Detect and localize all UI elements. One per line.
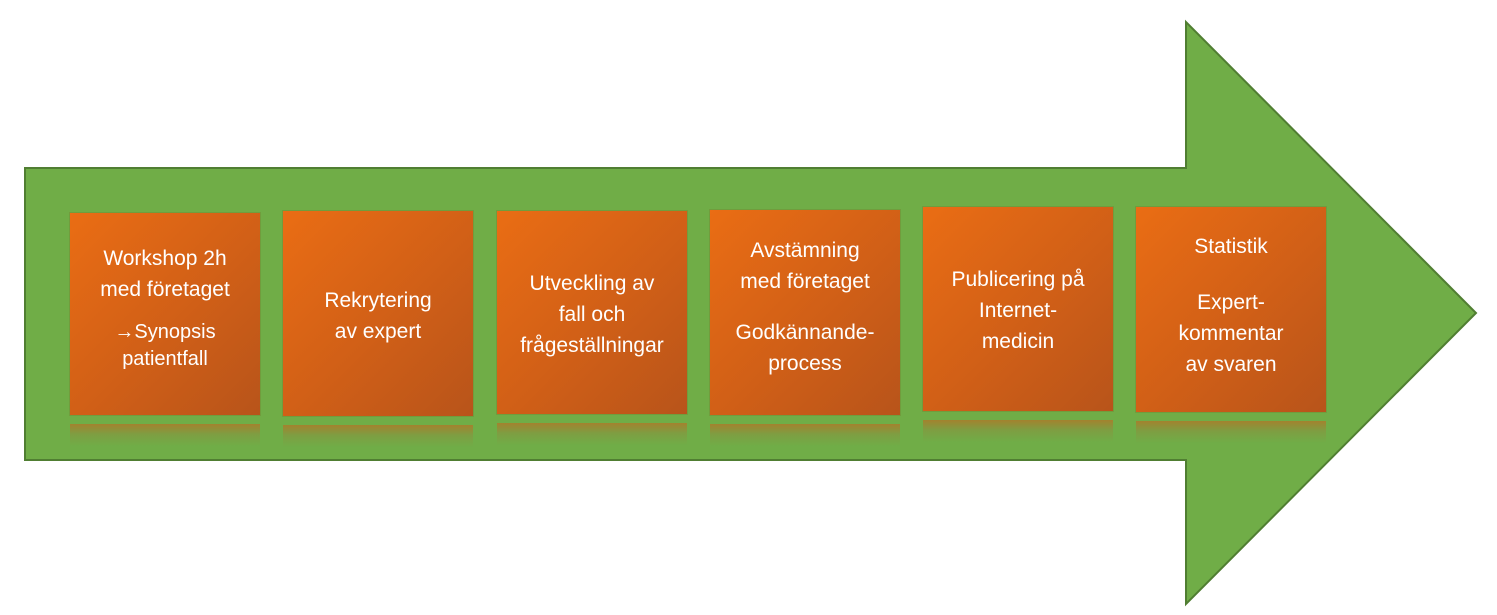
step-box-rekrytering: Rekrytering av expert [283, 211, 473, 416]
step-subtext-line: process [768, 352, 842, 375]
step-reflection [1136, 421, 1326, 443]
step-text-line: Workshop 2h [103, 247, 227, 270]
step-subtext: Expert- kommentar av svaren [1178, 287, 1283, 380]
step-subtext-line: kommentar [1178, 322, 1284, 345]
step-text-line: Utveckling av [529, 272, 655, 295]
step-box-statistik: Statistik Expert- kommentar av svaren [1136, 207, 1326, 412]
step-reflection [70, 424, 260, 446]
step-text-line: Internet- [978, 299, 1058, 322]
step-subtext-line: av svaren [1185, 353, 1277, 376]
step-text-line: Statistik [1194, 235, 1268, 258]
step-text-line: Publicering på [951, 268, 1085, 291]
step-subtext-line: Expert- [1197, 291, 1265, 314]
step-subtext: →Synopsis patientfall [114, 319, 215, 373]
step-text-line: medicin [981, 330, 1055, 353]
step-box-workshop: Workshop 2h med företaget →Synopsis pati… [70, 213, 260, 415]
step-reflection [497, 423, 687, 445]
step-text-line: Avstämning [750, 239, 860, 262]
step-text-line: av expert [334, 320, 422, 343]
step-subtext-line: →Synopsis [114, 321, 216, 343]
step-text-line: fall och [558, 303, 626, 326]
step-box-avstamning: Avstämning med företaget Godkännande- pr… [710, 210, 900, 415]
step-reflection [283, 425, 473, 447]
step-box-utveckling: Utveckling av fall och frågeställningar [497, 211, 687, 414]
step-text-line: med företaget [100, 278, 230, 301]
step-box-publicering: Publicering på Internet- medicin [923, 207, 1113, 411]
step-text-line: Rekrytering [324, 289, 432, 312]
step-text-line: frågeställningar [520, 334, 664, 357]
step-subtext: Godkännande- process [736, 317, 875, 379]
step-subtext-line: patientfall [122, 348, 208, 370]
step-reflection [710, 424, 900, 446]
step-reflection [923, 420, 1113, 442]
step-text-line: med företaget [740, 270, 870, 293]
step-subtext-line: Godkännande- [735, 321, 875, 344]
